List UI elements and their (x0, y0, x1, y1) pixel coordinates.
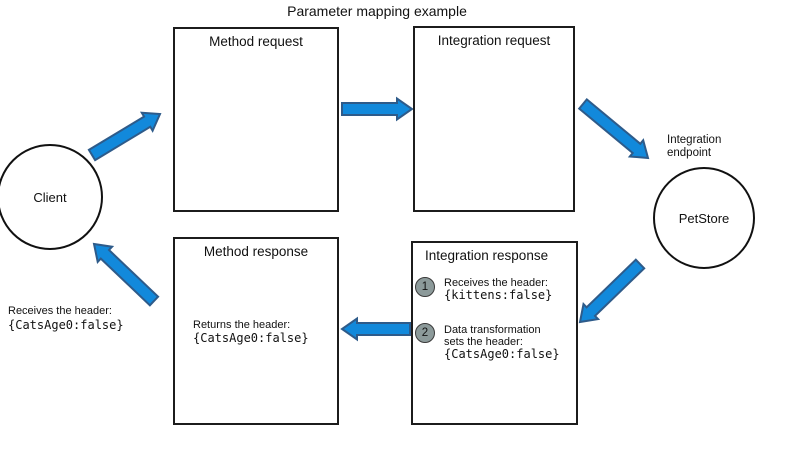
client-annotation-code: {CatsAge0:false} (8, 318, 124, 332)
client-node: Client (0, 144, 103, 250)
integration-endpoint-caption: Integration endpoint (667, 134, 722, 159)
step-2-label-line2: sets the header: (444, 336, 523, 348)
page-title: Parameter mapping example (287, 3, 467, 19)
step-badge-1: 1 (415, 277, 435, 297)
petstore-node: PetStore (653, 167, 755, 269)
client-annotation-label: Receives the header: (8, 305, 112, 317)
arrow-icon-integration-response-to-method-response (340, 316, 411, 342)
integration-response-title: Integration response (425, 248, 549, 263)
step-2-label-line1: Data transformation (444, 324, 541, 336)
method-response-body-code: {CatsAge0:false} (193, 331, 309, 345)
petstore-label: PetStore (678, 210, 730, 226)
method-response-box: Method response Returns the header: {Cat… (173, 237, 339, 425)
method-response-body-label: Returns the header: (193, 319, 291, 331)
arrow-icon-integration-request-to-endpoint (577, 97, 650, 160)
step-1-number: 1 (421, 281, 429, 293)
integration-request-title: Integration request (437, 33, 551, 48)
step-2-code: {CatsAge0:false} (444, 347, 560, 361)
arrow-icon-method-response-to-client (92, 242, 160, 307)
step-2-number: 2 (421, 327, 429, 339)
integration-response-box: Integration response 1 Receives the head… (411, 241, 578, 425)
method-response-title: Method response (203, 244, 309, 259)
arrow-icon-endpoint-to-integration-response (578, 258, 646, 324)
step-1-label: Receives the header: (444, 277, 548, 289)
method-request-title: Method request (209, 34, 303, 49)
arrow-icon-method-request-to-integration-request (341, 96, 414, 122)
integration-request-box: Integration request (413, 26, 575, 212)
step-1-code: {kittens:false} (444, 288, 553, 302)
arrow-icon-client-to-method-request (87, 111, 162, 162)
step-badge-2: 2 (415, 323, 435, 343)
method-request-box: Method request (173, 27, 339, 212)
client-label: Client (33, 189, 67, 205)
